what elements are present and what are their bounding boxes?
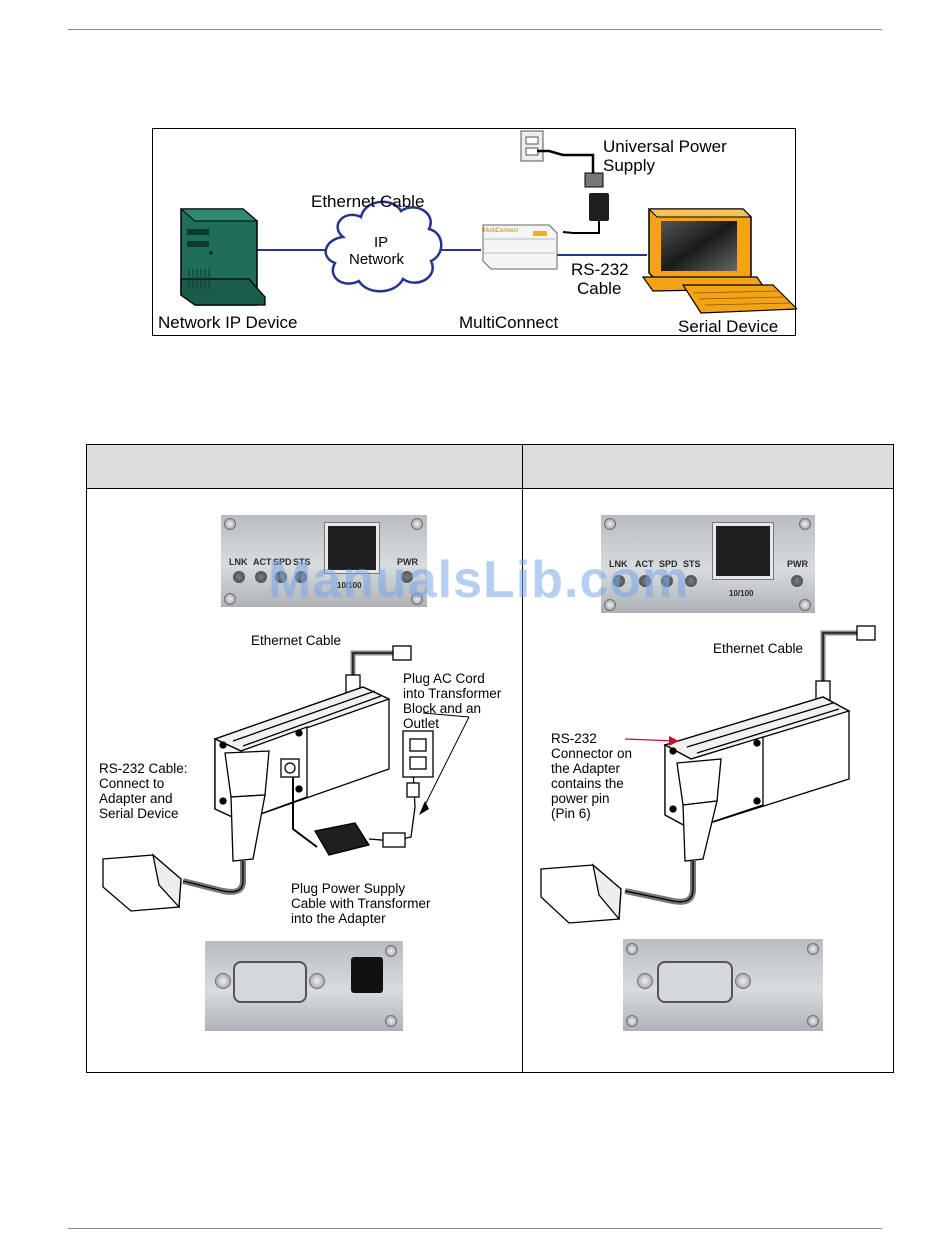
left-wiring-illustration: Ethernet Cable Plug AC Cord into Transfo… xyxy=(93,619,521,939)
plug-ac-cord-label-3: Block and an xyxy=(403,701,482,716)
column-divider xyxy=(522,445,523,1072)
serial-device-icon xyxy=(641,208,797,314)
led-icon xyxy=(401,571,413,583)
ethernet-cable-label-right: Ethernet Cable xyxy=(713,641,804,656)
led-icon xyxy=(613,575,625,587)
rs232-connector-label-4: contains the xyxy=(551,776,624,791)
right-rear-panel-photo xyxy=(623,939,823,1031)
led-icon xyxy=(639,575,651,587)
ethernet-cable-label: Ethernet Cable xyxy=(311,192,425,211)
rs232-cable-label: RS-232 Cable: xyxy=(99,761,188,776)
led-icon xyxy=(661,575,673,587)
led-label-sts: STS xyxy=(293,557,311,567)
right-front-panel-photo: LNK ACT SPD STS PWR 10/100 xyxy=(601,515,815,613)
left-front-panel-photo: LNK ACT SPD STS PWR 10/100 xyxy=(221,515,427,607)
power-supply-icon xyxy=(520,130,609,234)
rs232-connector-label-3: the Adapter xyxy=(551,761,621,776)
table-header xyxy=(87,445,893,489)
db9-port-icon xyxy=(233,961,307,1003)
rs232-cable-label-2: Connect to xyxy=(99,776,165,791)
cable-label: Cable xyxy=(577,279,622,298)
rs232-connector-label-6: (Pin 6) xyxy=(551,806,591,821)
led-icon xyxy=(685,575,697,587)
serial-device-label: Serial Device xyxy=(678,317,779,336)
dc-jack-icon xyxy=(351,957,383,993)
led-label-spd: SPD xyxy=(659,559,678,569)
port-label: 10/100 xyxy=(729,589,754,598)
network-ip-device-icon xyxy=(179,208,266,306)
led-label-sts: STS xyxy=(683,559,701,569)
plug-ac-cord-label-2: into Transformer xyxy=(403,686,502,701)
rj45-port-icon xyxy=(325,523,379,573)
connection-diagram: Universal Power Supply Ethernet Cable IP… xyxy=(152,128,797,336)
plug-power-supply-label-2: Cable with Transformer xyxy=(291,896,431,911)
rs232-connector-label-2: Connector on xyxy=(551,746,633,761)
network-ip-device-label: Network IP Device xyxy=(158,313,298,332)
plug-power-supply-label: Plug Power Supply xyxy=(291,881,406,896)
rs232-label: RS-232 xyxy=(571,260,629,279)
led-label-spd: SPD xyxy=(273,557,292,567)
plug-power-supply-label-3: into the Adapter xyxy=(291,911,386,926)
multiconnect-label: MultiConnect xyxy=(459,313,559,332)
led-label-pwr: PWR xyxy=(787,559,808,569)
plug-ac-cord-label-4: Outlet xyxy=(403,716,440,731)
bottom-rule xyxy=(68,1228,882,1229)
db9-port-icon xyxy=(657,961,733,1003)
led-label-lnk: LNK xyxy=(609,559,628,569)
led-icon xyxy=(255,571,267,583)
rj45-port-icon xyxy=(713,523,773,579)
network-label: Network xyxy=(349,251,405,268)
rs232-connector-label: RS-232 xyxy=(551,731,597,746)
device-face-label: MultiConnect xyxy=(483,228,519,234)
right-wiring-illustration: Ethernet Cable RS-232 Connector on the A… xyxy=(527,619,889,929)
plug-ac-cord-label: Plug AC Cord xyxy=(403,671,485,686)
universal-power-supply-label: Universal Power xyxy=(603,137,727,156)
led-icon xyxy=(275,571,287,583)
rs232-cable-label-4: Serial Device xyxy=(99,806,179,821)
watermark: ManualsLib.com xyxy=(268,551,690,609)
led-label-lnk: LNK xyxy=(229,557,248,567)
ip-label: IP xyxy=(374,234,389,251)
rs232-cable-label-3: Adapter and xyxy=(99,791,173,806)
led-icon xyxy=(295,571,307,583)
led-icon xyxy=(233,571,245,583)
connection-table: LNK ACT SPD STS PWR 10/100 xyxy=(86,444,894,1073)
led-icon xyxy=(791,575,803,587)
universal-power-supply-label-2: Supply xyxy=(603,156,655,175)
ethernet-cable-label-left: Ethernet Cable xyxy=(251,633,342,648)
led-label-act: ACT xyxy=(635,559,654,569)
top-rule xyxy=(68,29,882,30)
port-label: 10/100 xyxy=(337,581,362,590)
led-label-pwr: PWR xyxy=(397,557,418,567)
rs232-connector-label-5: power pin xyxy=(551,791,610,806)
ip-network-cloud-icon xyxy=(324,200,443,293)
multiconnect-device-icon xyxy=(482,224,558,270)
led-label-act: ACT xyxy=(253,557,272,567)
left-rear-panel-photo xyxy=(205,941,403,1031)
